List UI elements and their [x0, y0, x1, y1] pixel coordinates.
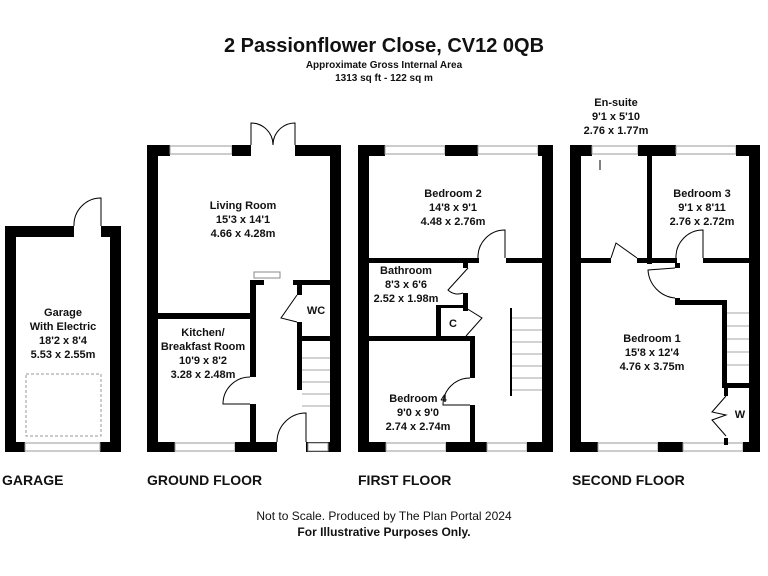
room-name: Bedroom 1	[623, 333, 680, 345]
room-name-2: With Electric	[30, 321, 97, 333]
room-metric: 2.52 x 1.98m	[374, 293, 439, 305]
room-name: Garage	[44, 307, 82, 319]
room-metric: 4.76 x 3.75m	[620, 361, 685, 373]
room-metric: 2.76 x 1.77m	[584, 125, 649, 137]
floor-label-ground: GROUND FLOOR	[147, 472, 262, 488]
room-metric: 2.76 x 2.72m	[670, 216, 735, 228]
room-metric: 4.66 x 4.28m	[211, 228, 276, 240]
floor-label-first: FIRST FLOOR	[358, 472, 451, 488]
room-name: Bedroom 2	[424, 188, 481, 200]
footer-disclaimer: Not to Scale. Produced by The Plan Porta…	[256, 509, 512, 523]
room-imperial: 14'8 x 9'1	[429, 202, 477, 214]
footer-note: For Illustrative Purposes Only.	[297, 525, 470, 539]
second-floor-plan: En-suite 9'1 x 5'10 2.76 x 1.77m Bedroom…	[570, 97, 760, 452]
room-name: Bedroom 3	[673, 188, 730, 200]
plan-area: 1313 sq ft - 122 sq m	[335, 73, 433, 84]
room-imperial: 9'1 x 5'10	[592, 111, 640, 123]
room-imperial: 10'9 x 8'2	[179, 355, 227, 367]
first-floor-plan: Bedroom 2 14'8 x 9'1 4.48 x 2.76m Bathro…	[358, 145, 553, 452]
room-metric: 5.53 x 2.55m	[31, 349, 96, 361]
floor-label-garage: GARAGE	[2, 472, 63, 488]
room-name: Bathroom	[380, 265, 432, 277]
room-metric: 4.48 x 2.76m	[421, 216, 486, 228]
room-name: W	[735, 409, 746, 421]
floor-label-second: SECOND FLOOR	[572, 472, 685, 488]
room-name: Bedroom 4	[389, 393, 447, 405]
room-imperial: 9'0 x 9'0	[397, 407, 439, 419]
room-name: C	[449, 318, 457, 330]
room-name: Kitchen/	[181, 327, 224, 339]
room-name: En-suite	[594, 97, 637, 109]
room-name-2: Breakfast Room	[161, 341, 246, 353]
room-name: Living Room	[210, 200, 277, 212]
room-imperial: 18'2 x 8'4	[39, 335, 88, 347]
plan-subtitle: Approximate Gross Internal Area	[306, 60, 463, 71]
room-imperial: 9'1 x 8'11	[678, 202, 725, 214]
room-imperial: 15'3 x 14'1	[216, 214, 270, 226]
ground-floor-plan: Living Room 15'3 x 14'1 4.66 x 4.28m Kit…	[147, 122, 341, 452]
room-imperial: 8'3 x 6'6	[385, 279, 427, 291]
room-metric: 2.74 x 2.74m	[386, 421, 451, 433]
garage-plan: Garage With Electric 18'2 x 8'4 5.53 x 2…	[5, 197, 121, 452]
room-name: WC	[307, 305, 325, 317]
room-imperial: 15'8 x 12'4	[625, 347, 680, 359]
plan-title: 2 Passionflower Close, CV12 0QB	[224, 35, 544, 57]
room-metric: 3.28 x 2.48m	[171, 369, 236, 381]
